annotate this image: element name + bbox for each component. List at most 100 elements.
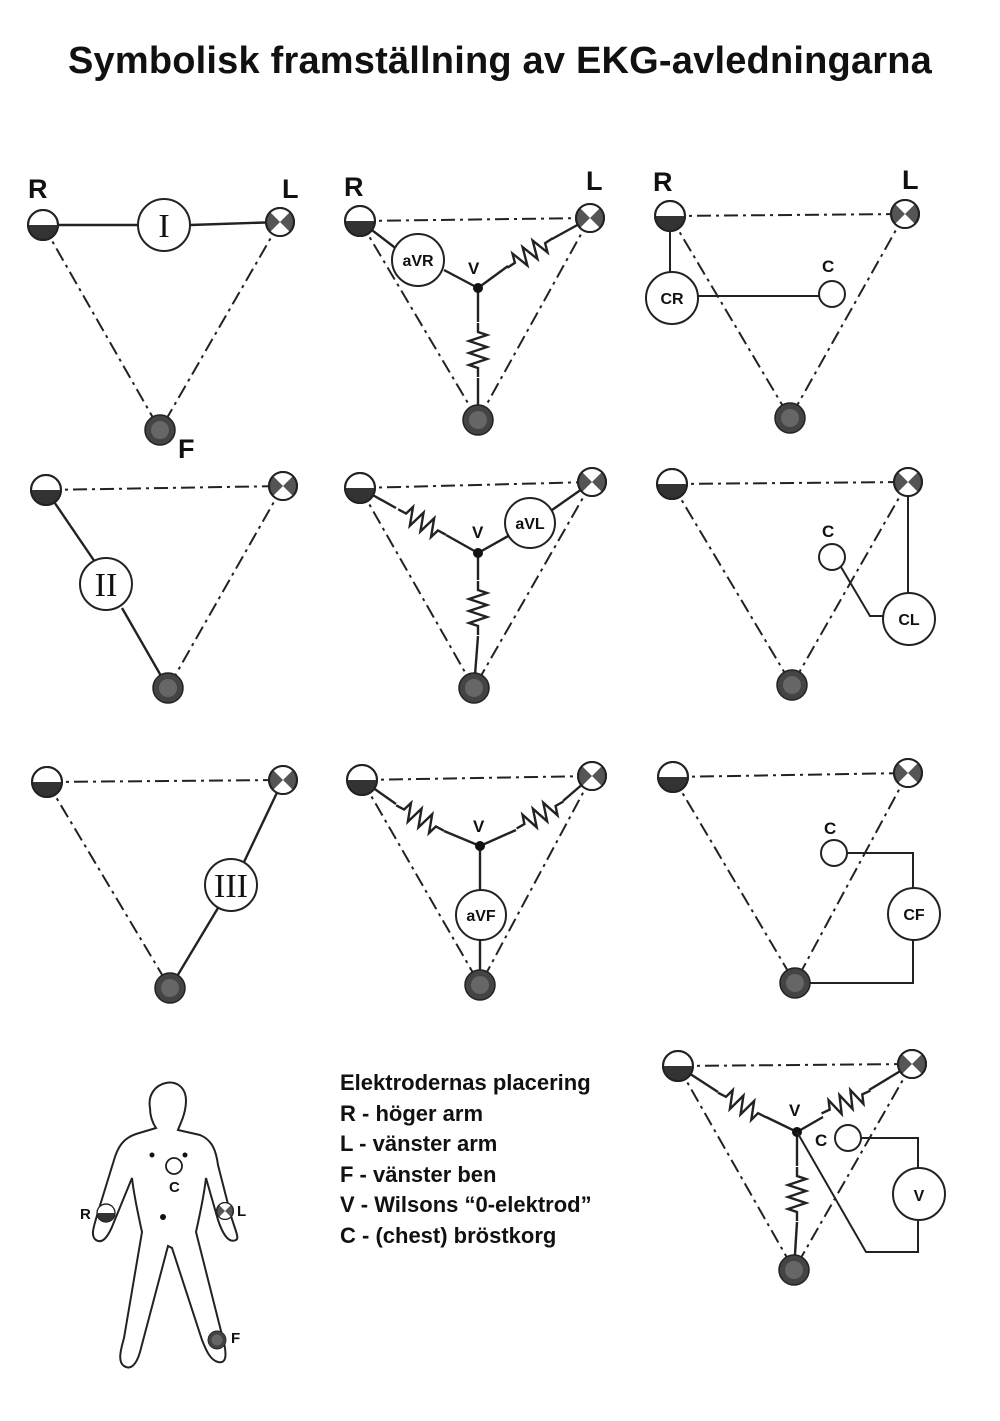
- lead-i-wire-right: [189, 220, 281, 227]
- wilson-node: [473, 548, 483, 558]
- cf-wire-f: [795, 940, 914, 984]
- chest-electrode: [834, 1124, 862, 1152]
- electrode-l: [268, 470, 298, 502]
- triangle-edge-l-f: [167, 485, 284, 689]
- triangle-edge-r-f: [359, 220, 479, 421]
- cl-meter: [882, 592, 936, 646]
- wire-v-resistor-l: [796, 1115, 824, 1134]
- triangle-edge-r-l: [359, 481, 593, 489]
- wilson-label: V: [472, 523, 484, 542]
- electrode-l: [890, 198, 920, 230]
- cl-wire-c: [840, 566, 884, 617]
- wilson-node: [475, 841, 485, 851]
- legend-item-v: V - Wilsons “0-elektrod”: [340, 1192, 592, 1217]
- electrode-r: [344, 205, 376, 237]
- legend-item-f: F - vänster ben: [340, 1161, 497, 1187]
- lead-ii-label: II: [95, 567, 118, 604]
- electrode-l: [268, 764, 298, 796]
- resistor-r: [390, 796, 450, 840]
- chest-electrode: [818, 280, 846, 308]
- chest-label: C: [824, 819, 836, 838]
- lead-ii-diagram: II: [30, 470, 298, 704]
- resistor-l: [510, 792, 570, 838]
- cl-label: CL: [898, 612, 920, 629]
- cr-meter: [645, 271, 699, 325]
- electrode-f: [774, 402, 806, 434]
- resistor-l: [816, 1081, 876, 1123]
- avl-label: aVL: [515, 516, 545, 533]
- lead-cf-diagram: C CF: [657, 757, 941, 999]
- triangle-edge-r-l: [45, 485, 284, 491]
- label-l: L: [586, 166, 603, 196]
- page-title: Symbolisk framställning av EKG-avledning…: [67, 40, 933, 82]
- wire-v-resistor-l: [477, 265, 509, 289]
- resistor-f: [786, 1165, 808, 1223]
- resistor-f: [467, 321, 489, 379]
- lead-iii-label: III: [214, 868, 248, 905]
- wilson-label: V: [468, 259, 480, 278]
- label-r: R: [653, 167, 673, 197]
- legend-heading: Elektrodernas placering: [340, 1070, 591, 1095]
- triangle-edge-r-f: [677, 1065, 795, 1271]
- avl-wire-to-v: [477, 533, 511, 555]
- avf-label: aVF: [466, 908, 496, 925]
- resistor-l: [501, 229, 559, 277]
- electrode-f: [464, 969, 496, 1001]
- v-wire-c: [861, 1137, 919, 1168]
- lead-iii-meter: [204, 858, 258, 912]
- triangle-edge-l-f: [159, 221, 281, 431]
- resistor-r: [392, 500, 452, 544]
- electrode-f: [144, 414, 176, 446]
- chest-electrode: [165, 1157, 183, 1175]
- triangle-edge-r-f: [46, 781, 171, 989]
- electrode-l: [575, 202, 605, 234]
- lead-i-label: I: [158, 208, 169, 245]
- triangle-edge-l-f: [793, 1063, 913, 1271]
- label-r: R: [28, 174, 48, 204]
- triangle-edge-r-l: [672, 772, 909, 778]
- avr-label: aVR: [402, 253, 434, 270]
- lead-i-diagram: I R L F: [27, 174, 299, 464]
- triangle-edge-r-f: [672, 776, 796, 984]
- triangle-edge-r-l: [669, 213, 906, 217]
- chest-electrode: [818, 543, 846, 571]
- lead-cr-diagram: CR C R L: [645, 165, 920, 434]
- wire-resistor-r-v: [765, 1115, 798, 1134]
- legend-item-r: R - höger arm: [340, 1100, 484, 1126]
- wire-v-resistor-l: [479, 828, 517, 848]
- electrode-r: [346, 764, 378, 796]
- electrode-f: [458, 672, 490, 704]
- chest-label: C: [822, 257, 834, 276]
- electrode-f: [778, 1254, 810, 1286]
- electrode-r: [656, 468, 688, 500]
- electrode-f: [776, 669, 808, 701]
- chest-label: C: [815, 1131, 827, 1150]
- body-outline: [91, 1081, 239, 1369]
- lead-iii-wire-top: [242, 779, 285, 863]
- triangle-edge-r-l: [361, 775, 593, 781]
- triangle-edge-r-f: [359, 487, 475, 689]
- wilson-label: V: [473, 817, 485, 836]
- lead-i-meter: [137, 198, 191, 252]
- label-l: L: [282, 174, 299, 204]
- avr-wire-to-v: [443, 268, 479, 290]
- triangle-edge-r-l: [46, 779, 284, 783]
- triangle-edge-l-f: [789, 213, 906, 419]
- lead-cl-diagram: C CL: [656, 466, 936, 701]
- triangle-edge-r-f: [671, 483, 793, 686]
- triangle-edge-r-l: [359, 217, 591, 222]
- wilson-node: [473, 283, 483, 293]
- v-meter-label: V: [914, 1188, 925, 1205]
- v-wire-wilson: [796, 1131, 919, 1253]
- label-f: F: [178, 434, 195, 464]
- wilson-label: V: [789, 1101, 801, 1120]
- lead-v-diagram: V C V: [662, 1048, 946, 1286]
- electrode-f: [462, 404, 494, 436]
- label-r: R: [80, 1206, 91, 1223]
- electrode-r: [27, 209, 59, 241]
- lead-ii-meter: [79, 557, 133, 611]
- electrode-r: [654, 200, 686, 232]
- navel-dot: [160, 1214, 166, 1220]
- lead-avr-diagram: aVR V R L: [344, 166, 605, 436]
- cf-wire-c: [847, 852, 914, 888]
